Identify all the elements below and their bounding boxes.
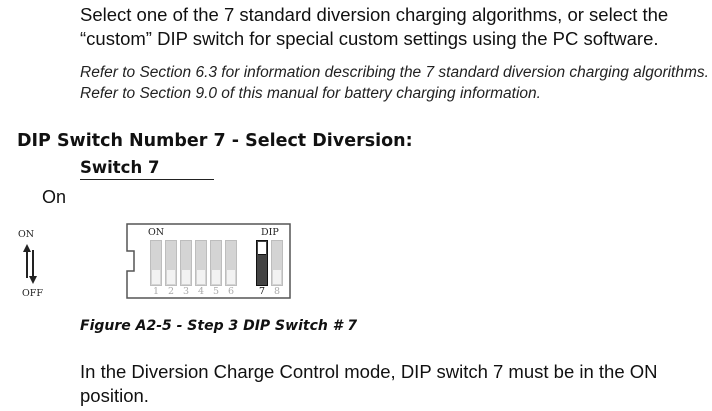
section-heading: DIP Switch Number 7 - Select Diversion:: [17, 131, 413, 151]
dip-switch-4[interactable]: [195, 240, 207, 286]
footer-paragraph: In the Diversion Charge Control mode, DI…: [80, 361, 658, 406]
up-down-arrow-icon: [23, 244, 37, 284]
switch-number-2: 2: [168, 286, 175, 297]
switch-number-5: 5: [213, 286, 220, 297]
intro-paragraph: Select one of the 7 standard diversion c…: [80, 4, 669, 49]
switch-number-8: 8: [274, 286, 281, 297]
switch-number-3: 3: [183, 286, 190, 297]
dip-switch-3[interactable]: [180, 240, 192, 286]
switch-number-6: 6: [228, 286, 235, 297]
figure-caption: Figure A2-5 - Step 3 DIP Switch # 7: [80, 318, 358, 334]
dip-switch-2[interactable]: [165, 240, 177, 286]
dip-switch-1[interactable]: [150, 240, 162, 286]
switch-number-1: 1: [153, 286, 160, 297]
dip-switch-5[interactable]: [210, 240, 222, 286]
switch-label: Switch 7: [80, 158, 214, 180]
on-label: On: [42, 187, 67, 207]
dip-label: DIP: [261, 227, 279, 238]
dip-switch-7[interactable]: [256, 240, 268, 286]
switch-number-7: 7: [259, 286, 266, 297]
dip-switch-6[interactable]: [225, 240, 237, 286]
switch-number-4: 4: [198, 286, 205, 297]
arrow-off-label: OFF: [22, 288, 43, 299]
reference-note: Refer to Section 6.3 for information des…: [80, 64, 709, 102]
dip-switch-8[interactable]: [271, 240, 283, 286]
dip-on-label: ON: [148, 227, 165, 238]
arrow-on-label: ON: [18, 229, 35, 240]
